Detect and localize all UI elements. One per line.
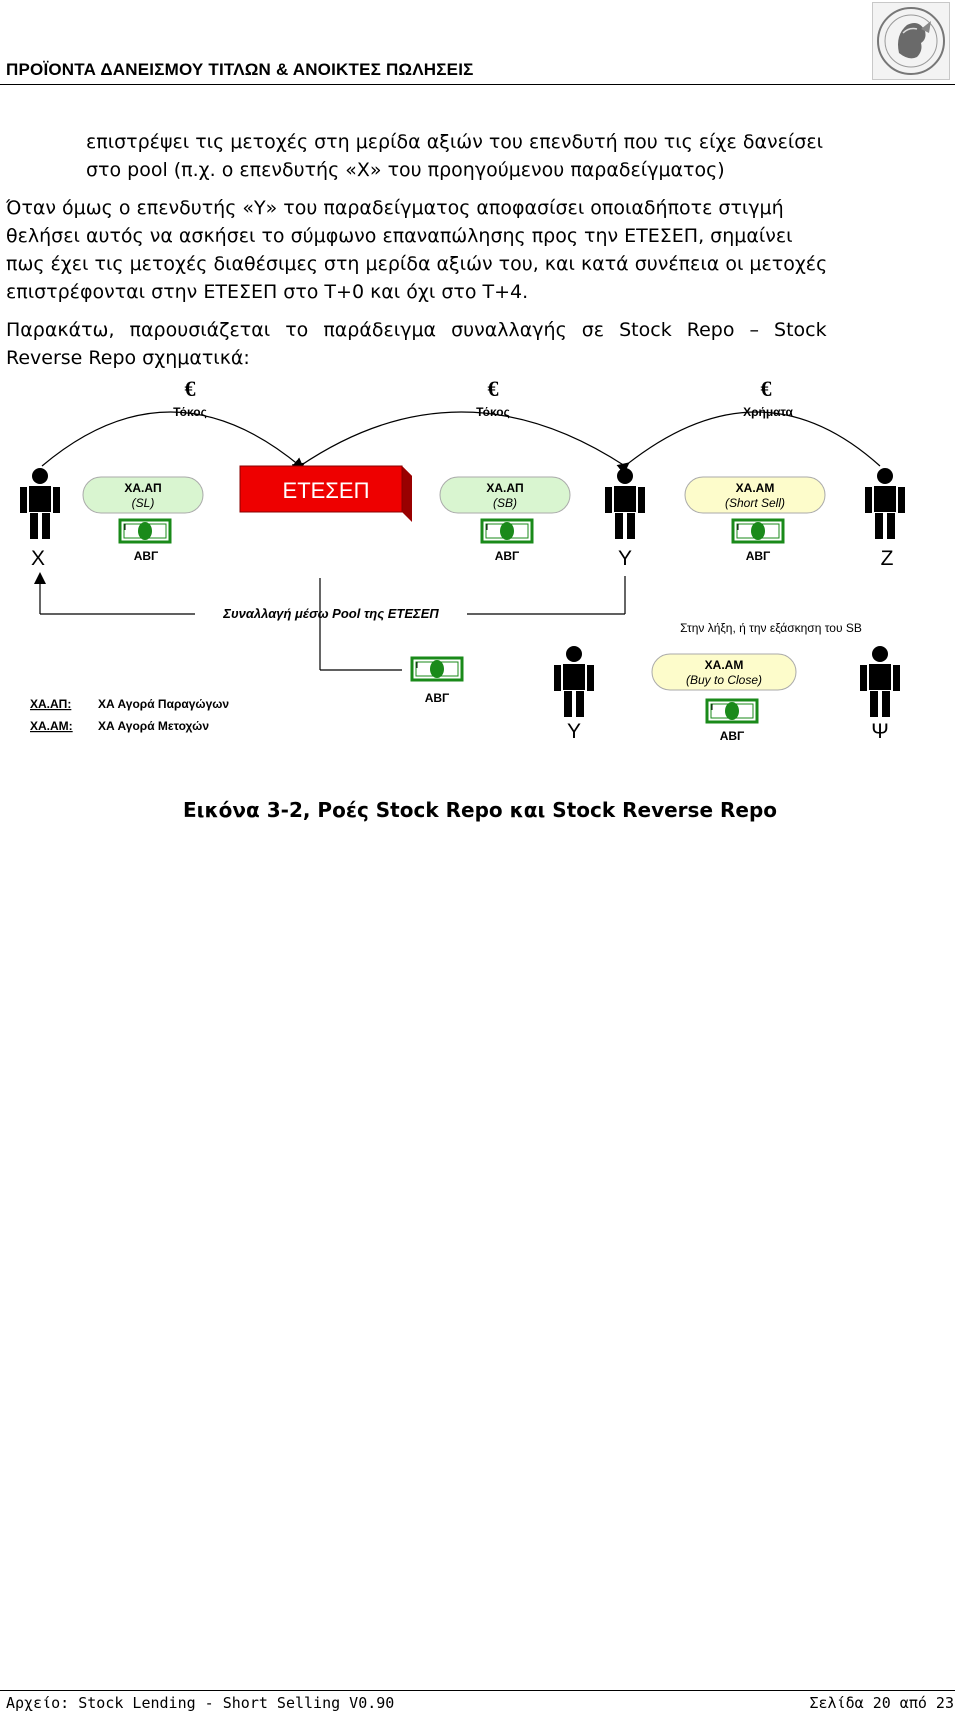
para3-line2: Reverse Repo σχηματικά: — [6, 347, 250, 369]
flow-label-money: Χρήματα — [743, 405, 793, 419]
person-y-icon — [605, 468, 645, 539]
legend-key-2: ΧΑ.ΑΜ: — [30, 719, 73, 733]
footer-rule — [0, 1690, 955, 1691]
actor-z-label: Z — [881, 547, 894, 570]
arc-money — [616, 411, 881, 475]
actor-psi-label: Ψ — [871, 720, 889, 743]
actor-y-label: Y — [618, 547, 632, 570]
oval-buy-to-close — [651, 653, 797, 691]
footer-page: Σελίδα 20 από 23 — [809, 1694, 955, 1712]
repo-flow-diagram: € € € Τόκος Τόκος Χρήματα X Y Z ΧΑ.ΑΠ (S… — [0, 370, 960, 750]
legend-val-2: ΧΑ Αγορά Μετοχών — [98, 719, 209, 733]
svg-text:(Short Sell): (Short Sell) — [725, 496, 785, 510]
flow-label-interest-2: Τόκος — [476, 405, 510, 419]
stock-coin-icon-5 — [705, 698, 759, 724]
para2-line1: Όταν όμως ο επενδυτής «Υ» του παραδείγμα… — [6, 197, 784, 219]
arc-interest-1 — [41, 411, 305, 470]
stock-coin-icon-4 — [410, 656, 464, 682]
hermes-logo — [872, 2, 950, 80]
euro-icon-3: € — [761, 376, 772, 401]
svg-text:ΧΑ.ΑΜ: ΧΑ.ΑΜ — [705, 658, 744, 672]
svg-text:(SB): (SB) — [493, 496, 517, 510]
svg-text:ΑΒΓ: ΑΒΓ — [495, 549, 520, 563]
svg-text:ΑΒΓ: ΑΒΓ — [425, 691, 450, 705]
svg-text:ΑΒΓ: ΑΒΓ — [746, 549, 771, 563]
para2-line4: επιστρέφονται στην ΕΤΕΣΕΠ στο Τ+0 και όχ… — [6, 281, 529, 303]
header-rule — [0, 84, 955, 85]
figure-caption: Εικόνα 3-2, Ροές Stock Repo και Stock Re… — [183, 798, 777, 822]
para2-line3: πως έχει τις μετοχές διαθέσιμες στη μερί… — [6, 253, 828, 275]
svg-text:ΑΒΓ: ΑΒΓ — [134, 549, 159, 563]
etesep-label: ΕΤΕΣΕΠ — [283, 478, 370, 503]
para3-line1: Παρακάτω, παρουσιάζεται το παράδειγμα συ… — [6, 319, 827, 341]
svg-text:(SL): (SL) — [132, 496, 155, 510]
footer-file: Αρχείο: Stock Lending - Short Selling V0… — [6, 1694, 395, 1712]
svg-text:ΑΒΓ: ΑΒΓ — [720, 729, 745, 743]
euro-icon-2: € — [488, 376, 499, 401]
svg-text:ΧΑ.ΑΠ: ΧΑ.ΑΠ — [486, 481, 523, 495]
flow-label-interest-1: Τόκος — [173, 405, 207, 419]
svg-text:ΧΑ.ΑΠ: ΧΑ.ΑΠ — [124, 481, 161, 495]
person-z-icon — [865, 468, 905, 539]
person-x-icon — [20, 468, 60, 539]
para1-line1: επιστρέψει τις μετοχές στη μερίδα αξιών … — [86, 131, 824, 153]
svg-text:ΧΑ.ΑΜ: ΧΑ.ΑΜ — [736, 481, 775, 495]
actor-y2-label: Y — [567, 720, 581, 743]
arc-interest-2 — [291, 411, 626, 475]
legend-key-1: ΧΑ.ΑΠ: — [30, 697, 71, 711]
expiry-label: Στην λήξη, ή την εξάσκηση του SB — [680, 621, 862, 635]
para1-line2: στο pool (π.χ. ο επενδυτής «Χ» του προηγ… — [86, 159, 725, 181]
para2-line2: θελήσει αυτός να ασκήσει το σύμφωνο επαν… — [6, 225, 793, 247]
person-psi-icon — [860, 646, 900, 717]
actor-x-label: X — [31, 547, 45, 570]
stock-coin-icon-3 — [731, 518, 785, 544]
stock-coin-icon-2 — [480, 518, 534, 544]
svg-text:(Buy to Close): (Buy to Close) — [686, 673, 762, 687]
header-title: ΠΡΟΪΟΝΤΑ ΔΑΝΕΙΣΜΟΥ ΤΙΤΛΩΝ & ΑΝΟΙΚΤΕΣ ΠΩΛ… — [6, 60, 474, 79]
pool-label: Συναλλαγή μέσω Pool της ΕΤΕΣΕΠ — [222, 606, 439, 621]
etesep-box — [239, 465, 403, 513]
person-y2-icon — [554, 646, 594, 717]
oval-short-sell — [684, 476, 826, 514]
legend-val-1: ΧΑ Αγορά Παραγώγων — [98, 697, 229, 711]
oval-sb — [439, 476, 571, 514]
euro-icon-1: € — [185, 376, 196, 401]
stock-coin-icon-1 — [118, 518, 172, 544]
oval-sl — [82, 476, 204, 514]
